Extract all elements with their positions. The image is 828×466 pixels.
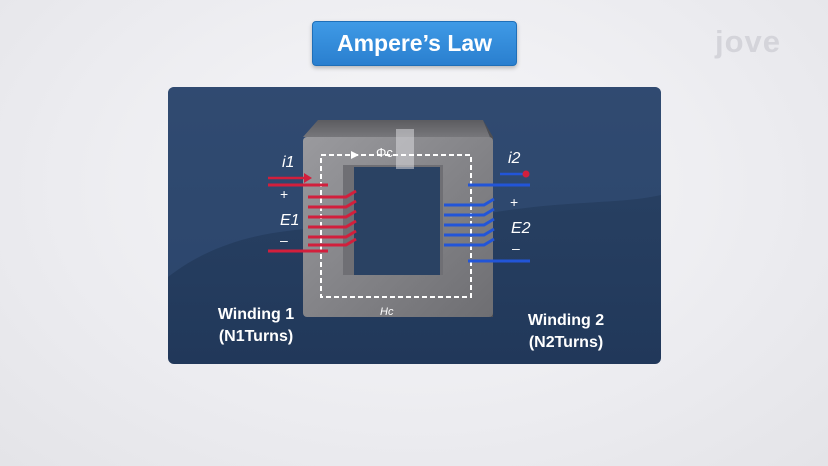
current-2-label: i2 <box>508 150 521 167</box>
winding-1-plus: + <box>280 186 288 202</box>
cross-section-plane <box>396 129 414 169</box>
jove-logo: jove <box>714 24 782 59</box>
diagram-panel: Φc Hc i1 + E1 – i2 + E2 – Winding 1 (N1T… <box>168 87 661 364</box>
winding-1-name: Winding 1 <box>218 306 294 323</box>
winding-2-coils <box>444 183 530 263</box>
current-1-arrowhead-icon <box>304 173 312 183</box>
flux-arrow-icon <box>351 151 359 159</box>
winding-1-turns: (N1Turns) <box>219 328 293 345</box>
emf-2-label: E2 <box>511 220 531 237</box>
core-window <box>354 167 440 275</box>
current-2-arrowhead-icon <box>522 170 530 178</box>
field-intensity-label: Hc <box>380 306 394 318</box>
winding-2-name: Winding 2 <box>528 312 604 329</box>
core-top-face <box>303 120 490 137</box>
winding-2-minus: – <box>512 240 520 256</box>
winding-1-minus: – <box>280 232 288 248</box>
winding-1-coils <box>268 183 357 253</box>
current-1-label: i1 <box>282 154 294 171</box>
page-title: Ampere’s Law <box>312 21 517 66</box>
emf-1-label: E1 <box>280 212 300 229</box>
winding-2-plus: + <box>510 194 518 210</box>
winding-2-turns: (N2Turns) <box>529 334 603 351</box>
transformer-diagram: Φc Hc i1 + E1 – i2 + E2 – Winding 1 (N1T… <box>168 87 661 364</box>
flux-label: Φc <box>376 145 393 160</box>
